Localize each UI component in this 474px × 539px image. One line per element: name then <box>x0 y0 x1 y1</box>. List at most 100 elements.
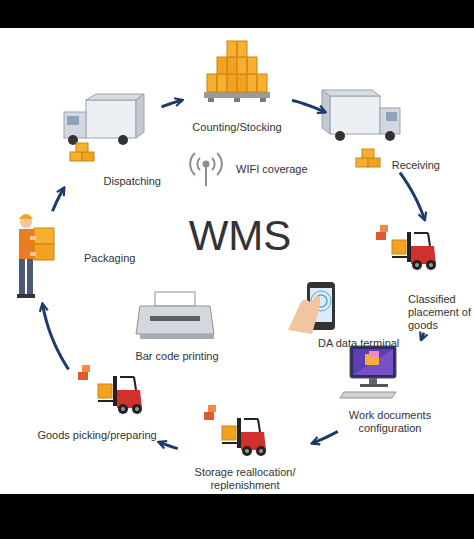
monitor-icon <box>350 346 396 378</box>
pallet-boxes <box>247 74 267 92</box>
forklift-icon <box>82 365 90 372</box>
stage-label: Work documents configuration <box>338 409 442 435</box>
truck-icon <box>386 112 397 121</box>
process-stage: Goods picking/preparing <box>22 370 172 442</box>
forklift-icon <box>121 407 125 411</box>
flow-arrow <box>159 442 178 448</box>
pallet-boxes <box>204 41 270 102</box>
wifi-icon <box>190 153 195 175</box>
forklift-icon <box>244 418 258 420</box>
worker-icon <box>17 214 54 298</box>
truck-icon <box>362 149 374 158</box>
forklift-icon <box>237 418 241 448</box>
worker-icon <box>27 259 33 295</box>
forklift-icon <box>259 449 263 453</box>
forklift-icon <box>392 240 406 254</box>
stage-label: Dispatching <box>55 175 161 188</box>
truck-icon <box>322 90 380 96</box>
forklift-icon <box>98 400 115 402</box>
forklift-icon <box>78 365 142 414</box>
truck-icon <box>330 96 380 134</box>
process-stage: Packaging <box>6 212 138 304</box>
printer-icon <box>155 292 195 306</box>
truck-icon <box>64 112 86 138</box>
truck-icon <box>356 158 368 167</box>
stage-label: Storage reallocation/ replenishment <box>178 466 312 492</box>
monitor-icon <box>353 349 393 375</box>
forklift-icon <box>208 405 216 412</box>
wifi-icon <box>190 153 222 186</box>
monitor-icon <box>340 346 396 398</box>
feature-label: DA data terminal <box>318 337 428 350</box>
printer-icon <box>150 316 200 321</box>
pallet-boxes <box>226 57 228 74</box>
phone-icon <box>314 296 320 306</box>
truck-icon <box>368 158 380 167</box>
phone-icon <box>288 282 335 334</box>
monitor-icon <box>369 351 379 357</box>
forklift-icon <box>132 404 142 414</box>
pallet-boxes <box>236 41 238 57</box>
pallet-boxes <box>204 92 270 98</box>
pallet-boxes <box>227 41 247 57</box>
truck-icon <box>136 94 144 138</box>
pallet-boxes <box>236 74 238 92</box>
pallet-boxes <box>207 74 227 92</box>
flow-arrow <box>421 333 424 340</box>
flow-arrow <box>312 431 337 443</box>
worker-icon <box>34 228 54 244</box>
worker-icon <box>30 252 36 256</box>
forklift-icon <box>134 377 136 390</box>
forklift-icon <box>204 412 214 420</box>
forklift-icon <box>258 419 260 432</box>
worker-icon <box>19 259 25 295</box>
flow-arrow <box>52 188 63 211</box>
diagram-title: WMS <box>150 212 330 260</box>
pallet-boxes <box>260 98 266 102</box>
truck-icon <box>86 100 136 138</box>
forklift-icon <box>120 376 134 378</box>
printer-icon <box>140 334 214 339</box>
wifi-icon <box>197 158 200 170</box>
stage-label: Receiving <box>325 159 440 172</box>
truck-icon <box>322 90 400 167</box>
forklift-icon <box>414 232 428 234</box>
forklift-icon <box>412 260 422 270</box>
pallet-boxes <box>246 57 248 74</box>
stage-label: Counting/Stocking <box>182 121 292 134</box>
wifi-icon <box>217 153 222 175</box>
worker-icon <box>17 294 26 298</box>
process-stage: Counting/Stocking <box>182 42 292 134</box>
printer-icon <box>136 306 214 334</box>
wifi-icon <box>204 162 209 167</box>
forklift-icon <box>376 225 436 270</box>
monitor-icon <box>369 378 377 384</box>
worker-icon <box>26 294 35 298</box>
worker-icon <box>30 236 36 240</box>
pallet-boxes <box>237 57 257 74</box>
forklift-icon <box>429 263 433 267</box>
printer-icon <box>136 292 214 339</box>
truck-icon <box>335 131 345 141</box>
monitor-icon <box>340 392 396 398</box>
black-bar <box>0 494 474 539</box>
flow-arrow <box>400 173 425 220</box>
truck-icon <box>76 143 88 152</box>
forklift-icon <box>118 404 128 414</box>
stage-label: Classified placement of goods <box>408 293 472 332</box>
truck-icon <box>86 94 144 100</box>
forklift-icon <box>376 232 386 240</box>
forklift-icon <box>256 446 266 456</box>
wifi-icon <box>205 166 207 186</box>
forklift-icon <box>392 256 409 258</box>
process-stage: Receiving <box>325 100 440 172</box>
forklift-icon <box>204 405 266 456</box>
forklift-icon <box>222 426 236 440</box>
process-stage: Classified placement of goods <box>386 220 472 332</box>
pallet-boxes <box>217 57 237 74</box>
truck-icon <box>385 131 395 141</box>
feature-label: Bar code printing <box>122 350 232 363</box>
forklift-icon <box>415 263 419 267</box>
